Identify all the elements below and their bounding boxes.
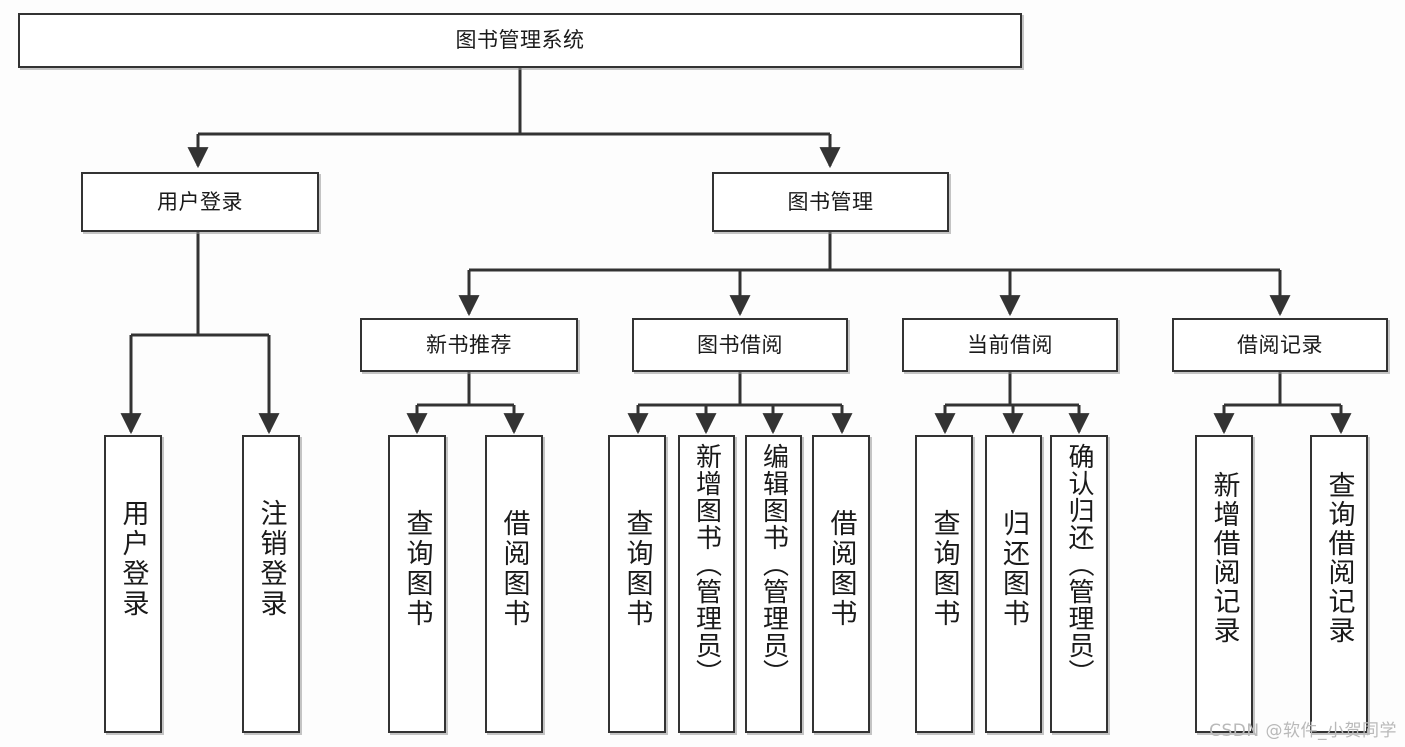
node-label: 借阅图书: [825, 509, 857, 629]
node-label: 用户登录: [157, 189, 243, 214]
node-book-borrow[interactable]: 图书借阅: [632, 318, 848, 372]
leaf-record-query-record[interactable]: 查询借阅记录: [1310, 435, 1368, 733]
csdn-watermark: CSDN @软件_小贺同学: [1209, 721, 1397, 741]
node-label: 注销登录: [255, 499, 287, 619]
node-borrow-record[interactable]: 借阅记录: [1172, 318, 1388, 372]
node-label: 新增借阅记录: [1208, 471, 1240, 645]
node-new-book-recommend[interactable]: 新书推荐: [360, 318, 578, 372]
leaf-current-confirm-return-admin[interactable]: 确认归还（管理员）: [1050, 435, 1108, 733]
node-label: 查询图书: [401, 509, 433, 629]
node-label: 确认归还（管理员）: [1064, 443, 1094, 686]
leaf-current-query-book[interactable]: 查询图书: [915, 435, 973, 733]
node-label: 归还图书: [998, 509, 1029, 629]
node-label: 查询借阅记录: [1323, 471, 1355, 645]
leaf-user-login-logout[interactable]: 注销登录: [242, 435, 300, 733]
leaf-recommend-query-book[interactable]: 查询图书: [388, 435, 446, 733]
node-label: 新书推荐: [426, 332, 512, 357]
node-label: 当前借阅: [967, 332, 1053, 357]
node-label: 图书管理系统: [455, 28, 585, 53]
node-user-login[interactable]: 用户登录: [81, 172, 319, 232]
node-current-borrow[interactable]: 当前借阅: [902, 318, 1118, 372]
node-label: 查询图书: [928, 509, 960, 629]
node-label: 借阅记录: [1237, 332, 1323, 357]
node-label: 编辑图书（管理员）: [758, 443, 789, 686]
leaf-borrow-edit-book-admin[interactable]: 编辑图书（管理员）: [745, 435, 802, 733]
node-label: 图书管理: [787, 189, 874, 214]
node-label: 用户登录: [117, 499, 149, 619]
node-root-system[interactable]: 图书管理系统: [18, 13, 1022, 68]
node-label: 图书借阅: [697, 332, 783, 357]
leaf-borrow-add-book-admin[interactable]: 新增图书（管理员）: [678, 435, 735, 733]
leaf-current-return-book[interactable]: 归还图书: [985, 435, 1042, 733]
node-label: 借阅图书: [498, 509, 530, 629]
node-book-management[interactable]: 图书管理: [712, 172, 949, 232]
node-label: 新增图书（管理员）: [691, 443, 722, 686]
leaf-recommend-borrow-book[interactable]: 借阅图书: [485, 435, 543, 733]
leaf-record-add-record[interactable]: 新增借阅记录: [1195, 435, 1253, 733]
leaf-user-login-login[interactable]: 用户登录: [104, 435, 162, 733]
node-label: 查询图书: [621, 509, 653, 629]
leaf-borrow-query-book[interactable]: 查询图书: [608, 435, 666, 733]
leaf-borrow-borrow-book[interactable]: 借阅图书: [812, 435, 870, 733]
